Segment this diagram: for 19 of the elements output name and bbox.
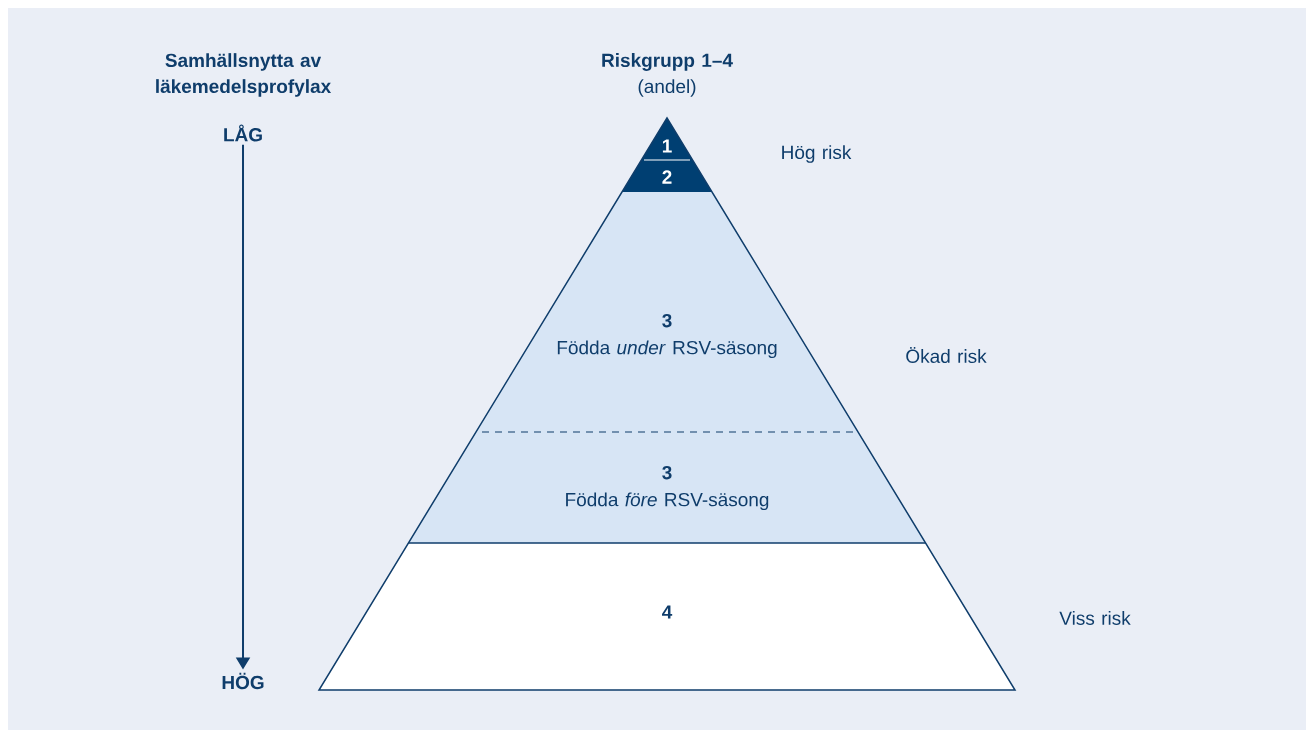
- heading: (andel): [638, 79, 696, 97]
- axis-label: LÅG: [224, 124, 262, 142]
- pyramid-band: 4: [319, 543, 1015, 690]
- node-label: 3: [662, 313, 672, 328]
- node-label: 2: [662, 170, 672, 184]
- pyramid-band: 3 Födda under RSV-säsong: [476, 192, 858, 432]
- pyramid-band: 3 Födda före RSV-säsong: [408, 432, 926, 543]
- node-label: Födda under RSV-säsong: [557, 340, 777, 359]
- pyramid-band: 2: [622, 160, 712, 192]
- node-label: Födda före RSV-säsong: [566, 492, 769, 511]
- axis-label: HÖG: [222, 672, 264, 690]
- heading: Riskgrupp 1–4: [602, 53, 733, 71]
- risk-label: Viss risk: [1059, 611, 1131, 625]
- risk-label: Ökad risk: [906, 346, 987, 364]
- node-label: 3: [662, 465, 672, 480]
- node-label: 1: [662, 139, 672, 153]
- heading: Samhällsnytta av läkemedelsprofylax: [156, 53, 332, 97]
- pyramid-band: 1: [641, 118, 693, 160]
- risk-label: Hög risk: [782, 145, 852, 163]
